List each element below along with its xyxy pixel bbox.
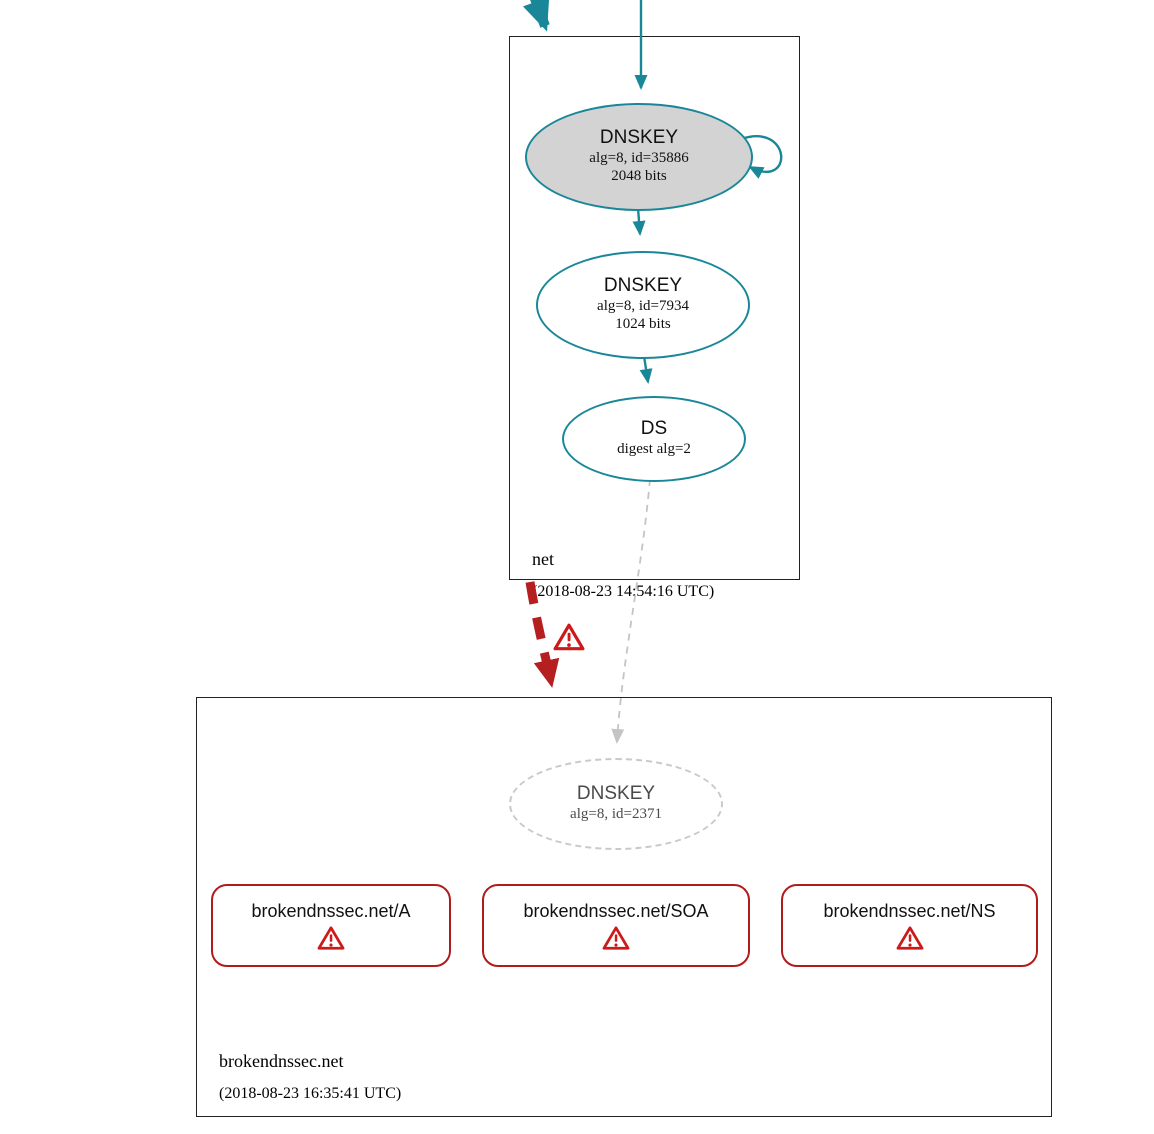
rrset-brokendnssec-net-a[interactable]: brokendnssec.net/A <box>211 884 451 967</box>
rrset-label: brokendnssec.net/SOA <box>523 900 709 921</box>
zone-name-brokendnssec: brokendnssec.net <box>219 1051 344 1071</box>
rrset-label: brokendnssec.net/A <box>251 900 411 921</box>
warning-triangle-icon <box>602 925 630 951</box>
incoming-ds-arrow <box>522 0 550 32</box>
warning-triangle-icon <box>896 925 924 951</box>
node-title: DNSKEY <box>576 783 656 805</box>
node-detail-bits: 2048 bits <box>611 168 667 185</box>
warning-triangle-icon <box>553 623 585 657</box>
node-title: DNSKEY <box>599 126 679 148</box>
rrset-label: brokendnssec.net/NS <box>823 900 996 921</box>
warning-triangle-icon <box>317 925 345 951</box>
node-detail-alg-id: alg=8, id=35886 <box>589 149 689 166</box>
rrset-brokendnssec-net-ns[interactable]: brokendnssec.net/NS <box>781 884 1038 967</box>
node-detail-alg-id: alg=8, id=2371 <box>570 806 662 823</box>
node-detail-digest: digest alg=2 <box>617 441 691 458</box>
node-ds-net[interactable]: DS digest alg=2 <box>562 396 746 482</box>
node-detail-bits: 1024 bits <box>615 316 671 333</box>
rrset-brokendnssec-net-soa[interactable]: brokendnssec.net/SOA <box>482 884 750 967</box>
node-dnskey-missing-brokendnssec[interactable]: DNSKEY alg=8, id=2371 <box>509 758 723 850</box>
node-dnskey-ksk-net[interactable]: DNSKEY alg=8, id=35886 2048 bits <box>525 103 753 211</box>
node-dnskey-zsk-net[interactable]: DNSKEY alg=8, id=7934 1024 bits <box>536 251 750 359</box>
node-title: DS <box>640 418 668 440</box>
zone-timestamp-net: (2018-08-23 14:54:16 UTC) <box>532 583 715 600</box>
node-detail-alg-id: alg=8, id=7934 <box>597 297 689 314</box>
zone-timestamp-brokendnssec: (2018-08-23 16:35:41 UTC) <box>219 1085 402 1102</box>
node-title: DNSKEY <box>603 274 683 296</box>
zone-name-net: net <box>532 549 554 569</box>
